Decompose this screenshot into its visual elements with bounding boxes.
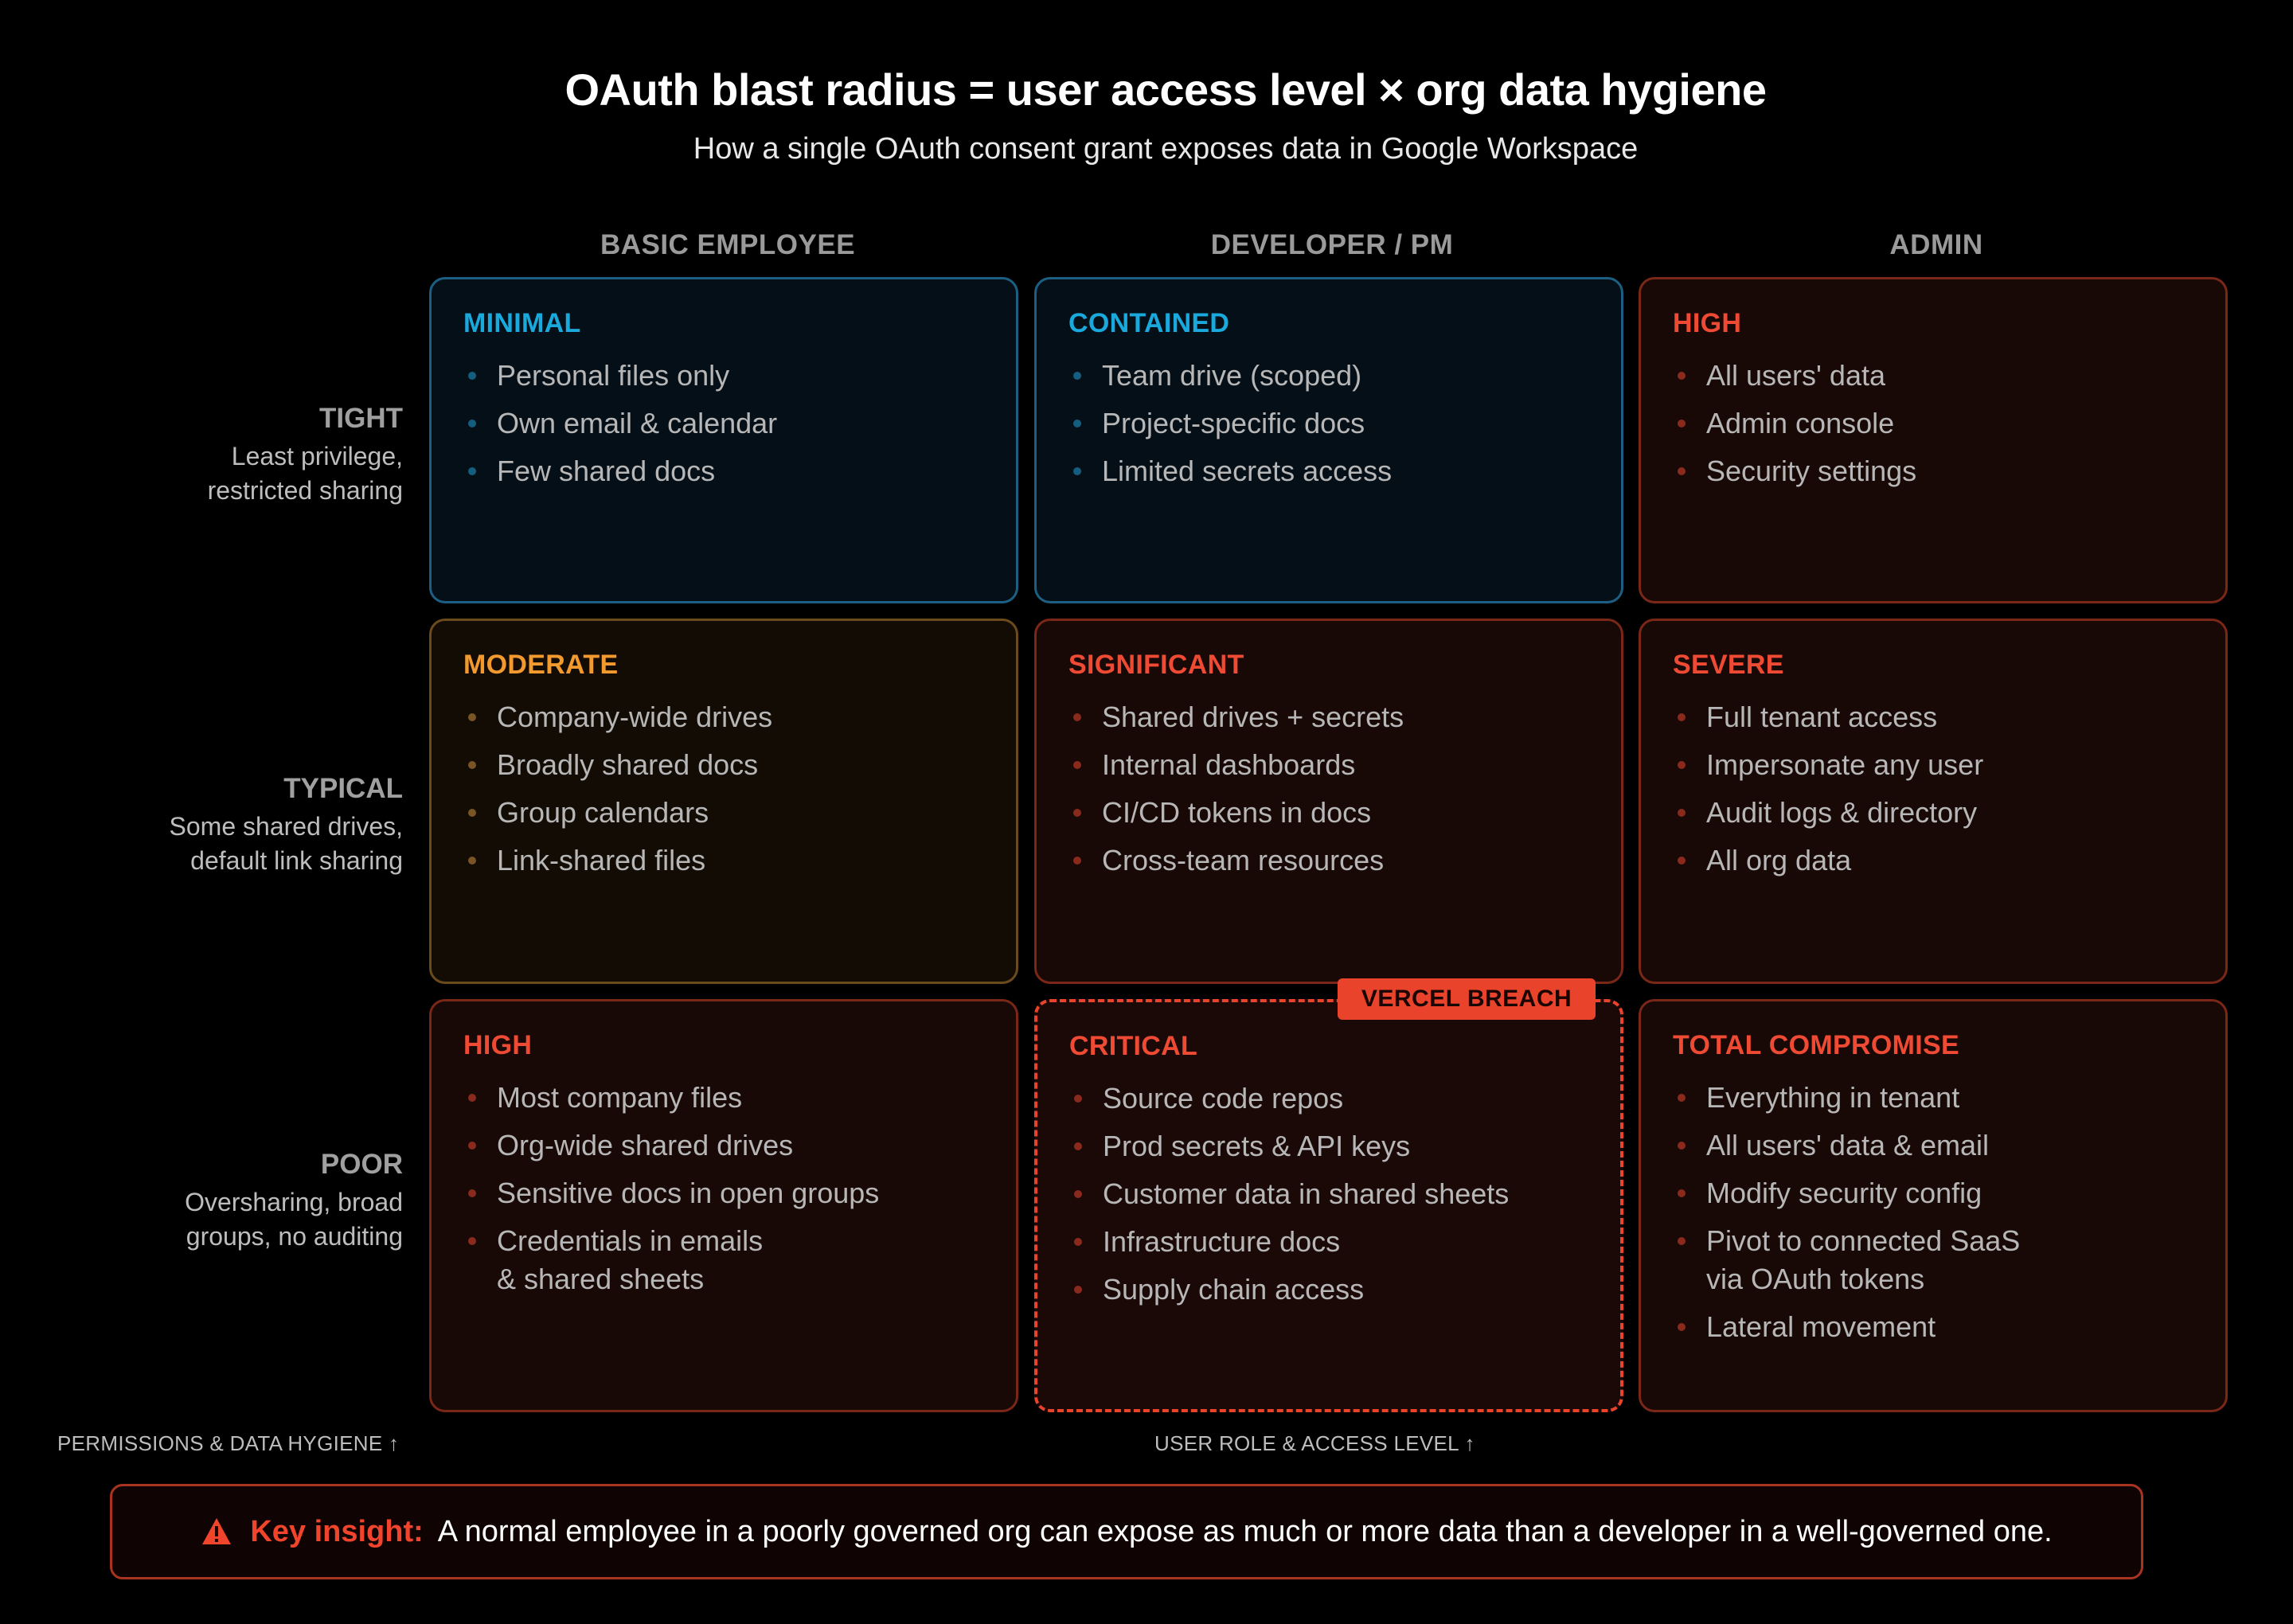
exposure-item: Org-wide shared drives bbox=[463, 1126, 984, 1165]
exposure-item: All users' data bbox=[1673, 357, 2193, 395]
exposure-item: Credentials in emails & shared sheets bbox=[463, 1222, 984, 1298]
row-description-line: Least privilege, bbox=[231, 442, 403, 470]
exposure-item: Project-specific docs bbox=[1068, 404, 1589, 443]
row-description-line: default link sharing bbox=[190, 846, 403, 875]
warning-icon bbox=[202, 1518, 232, 1544]
exposure-list: Team drive (scoped) Project-specific docs… bbox=[1068, 357, 1589, 490]
row-header-typical: TYPICAL Some shared drives, default link… bbox=[32, 773, 403, 878]
exposure-item: Team drive (scoped) bbox=[1068, 357, 1589, 395]
row-description-line: restricted sharing bbox=[207, 476, 403, 505]
diagram-title: OAuth blast radius = user access level ×… bbox=[564, 64, 1767, 115]
column-header-developer-pm: DEVELOPER / PM bbox=[1210, 229, 1454, 260]
exposure-item: Most company files bbox=[463, 1079, 984, 1117]
severity-label: CONTAINED bbox=[1068, 308, 1230, 338]
row-description-line: Some shared drives, bbox=[169, 812, 403, 841]
exposure-item: Lateral movement bbox=[1673, 1308, 2193, 1346]
exposure-item: Cross-team resources bbox=[1068, 841, 1589, 880]
exposure-item: Prod secrets & API keys bbox=[1069, 1127, 1588, 1165]
row-header-poor: POOR Oversharing, broad groups, no audit… bbox=[32, 1149, 403, 1254]
exposure-item: Personal files only bbox=[463, 357, 984, 395]
exposure-item: Security settings bbox=[1673, 452, 2193, 490]
exposure-item: Shared drives + secrets bbox=[1068, 698, 1589, 736]
severity-label: SEVERE bbox=[1673, 650, 1784, 680]
exposure-item: Modify security config bbox=[1673, 1174, 2193, 1212]
key-insight-text: A normal employee in a poorly governed o… bbox=[437, 1514, 2053, 1548]
exposure-item: All org data bbox=[1673, 841, 2193, 880]
severity-label: SIGNIFICANT bbox=[1068, 650, 1244, 680]
severity-label: HIGH bbox=[463, 1030, 533, 1060]
exposure-item: Own email & calendar bbox=[463, 404, 984, 443]
exposure-item: Customer data in shared sheets bbox=[1069, 1175, 1588, 1213]
exposure-item: All users' data & email bbox=[1673, 1126, 2193, 1165]
exposure-item: Sensitive docs in open groups bbox=[463, 1174, 984, 1212]
exposure-item: Link-shared files bbox=[463, 841, 984, 880]
column-header-basic-employee: BASIC EMPLOYEE bbox=[600, 229, 856, 260]
row-title: TIGHT bbox=[319, 403, 403, 434]
key-insight-label: Key insight: bbox=[250, 1514, 424, 1548]
exposure-item: Pivot to connected SaaS via OAuth tokens bbox=[1673, 1222, 2193, 1298]
severity-label: MODERATE bbox=[463, 650, 619, 680]
severity-label: HIGH bbox=[1673, 308, 1742, 338]
exposure-item: CI/CD tokens in docs bbox=[1068, 794, 1589, 832]
row-title: POOR bbox=[320, 1149, 403, 1180]
row-title: TYPICAL bbox=[283, 773, 403, 804]
severity-label: MINIMAL bbox=[463, 308, 581, 338]
x-axis-label: USER ROLE & ACCESS LEVEL ↑ bbox=[1154, 1431, 1475, 1455]
key-insight-banner: Key insight: A normal employee in a poor… bbox=[110, 1484, 2143, 1579]
column-header-admin: ADMIN bbox=[1889, 229, 1983, 260]
y-axis-label: PERMISSIONS & DATA HYGIENE ↑ bbox=[57, 1431, 400, 1455]
vercel-breach-tag: VERCEL BREACH bbox=[1338, 978, 1596, 1020]
exposure-item: Audit logs & directory bbox=[1673, 794, 2193, 832]
severity-label: CRITICAL bbox=[1069, 1031, 1198, 1061]
exposure-item: Few shared docs bbox=[463, 452, 984, 490]
exposure-item: Company-wide drives bbox=[463, 698, 984, 736]
severity-label: TOTAL COMPROMISE bbox=[1673, 1030, 1959, 1060]
row-description-line: Oversharing, broad bbox=[185, 1188, 403, 1216]
cell-tight-developer-pm: CONTAINED Team drive (scoped) Project-spec… bbox=[1034, 277, 1623, 603]
exposure-item: Admin console bbox=[1673, 404, 2193, 443]
exposure-item: Supply chain access bbox=[1069, 1271, 1588, 1309]
exposure-item: Infrastructure docs bbox=[1069, 1223, 1588, 1261]
row-description-line: groups, no auditing bbox=[186, 1222, 403, 1251]
exposure-item: Group calendars bbox=[463, 794, 984, 832]
exposure-item: Limited secrets access bbox=[1068, 452, 1589, 490]
exposure-item: Everything in tenant bbox=[1673, 1079, 2193, 1117]
exposure-item: Full tenant access bbox=[1673, 698, 2193, 736]
diagram-subtitle: How a single OAuth consent grant exposes… bbox=[693, 132, 1639, 166]
row-header-tight: TIGHT Least privilege, restricted sharin… bbox=[32, 403, 403, 508]
exposure-item: Broadly shared docs bbox=[463, 746, 984, 784]
exposure-item: Impersonate any user bbox=[1673, 746, 2193, 784]
exposure-item: Source code repos bbox=[1069, 1079, 1588, 1118]
exposure-item: Internal dashboards bbox=[1068, 746, 1589, 784]
